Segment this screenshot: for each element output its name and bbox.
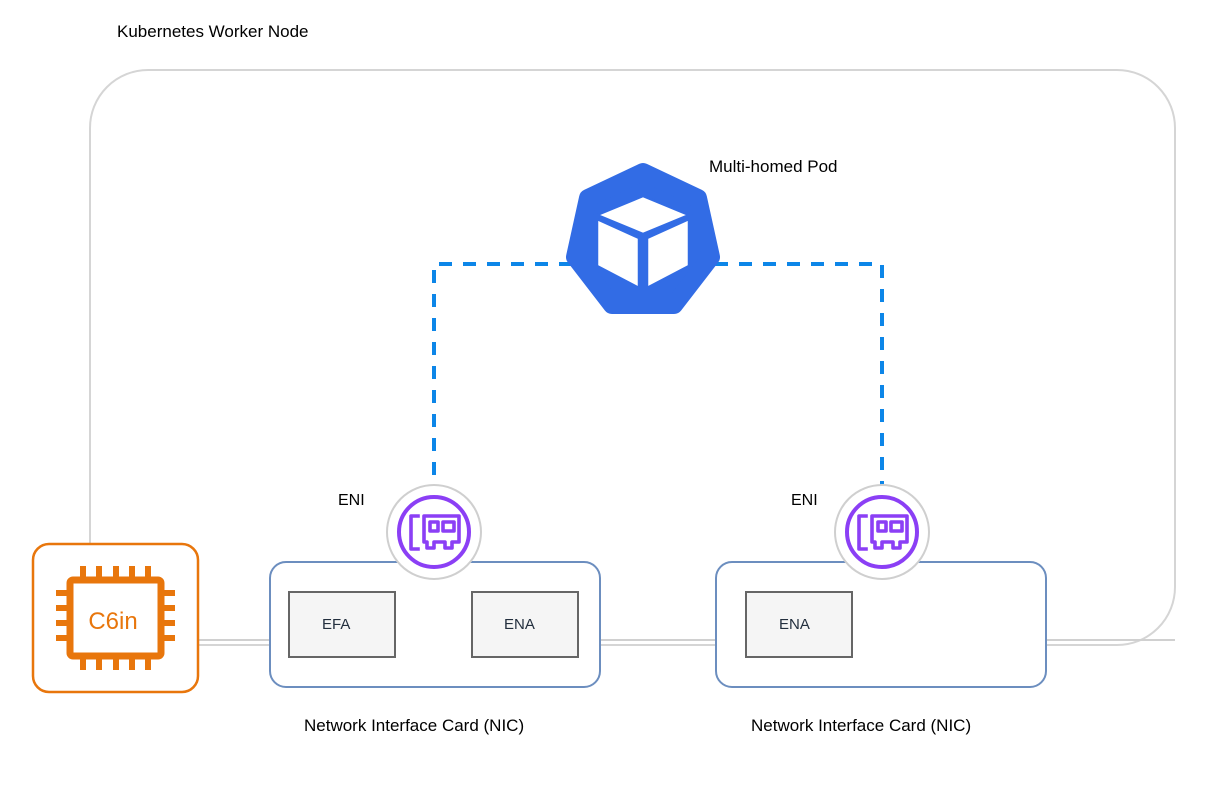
- port-label-efa: EFA: [322, 616, 351, 633]
- kubernetes-logo-icon: [566, 163, 720, 314]
- c6in-instance-box[interactable]: [31, 542, 200, 694]
- eni-badge-left[interactable]: [386, 484, 482, 580]
- k8s-cube-top: [595, 194, 691, 236]
- network-card-icon: [857, 514, 909, 551]
- network-card-icon: [409, 514, 461, 551]
- nic-label-right: Network Interface Card (NIC): [751, 716, 972, 735]
- link-pod-to-eni-right: [715, 262, 884, 487]
- nic-card-left[interactable]: [269, 561, 601, 688]
- k8s-heptagon: [566, 163, 720, 314]
- eni-label-right: ENI: [791, 492, 818, 509]
- port-label-ena-left: ENA: [504, 616, 535, 633]
- nic-left-port-ena[interactable]: [471, 591, 579, 658]
- page-title: Kubernetes Worker Node: [117, 22, 309, 41]
- nic-left-port-efa[interactable]: [288, 591, 396, 658]
- nic-label-left: Network Interface Card (NIC): [304, 716, 525, 735]
- k8s-cube-left: [595, 217, 641, 290]
- k8s-cube-right: [645, 217, 691, 290]
- port-label-ena-right: ENA: [779, 616, 810, 633]
- eni-badge-right[interactable]: [834, 484, 930, 580]
- pod-label: Multi-homed Pod: [709, 157, 838, 176]
- c6in-instance-label: C6in: [88, 608, 138, 635]
- cpu-chip-icon: [56, 566, 175, 670]
- worker-node-boundary: [89, 69, 1176, 646]
- eni-label-left: ENI: [338, 492, 365, 509]
- nic-card-right[interactable]: [715, 561, 1047, 688]
- link-pod-to-eni-left: [432, 262, 572, 487]
- nic-right-port-ena[interactable]: [745, 591, 853, 658]
